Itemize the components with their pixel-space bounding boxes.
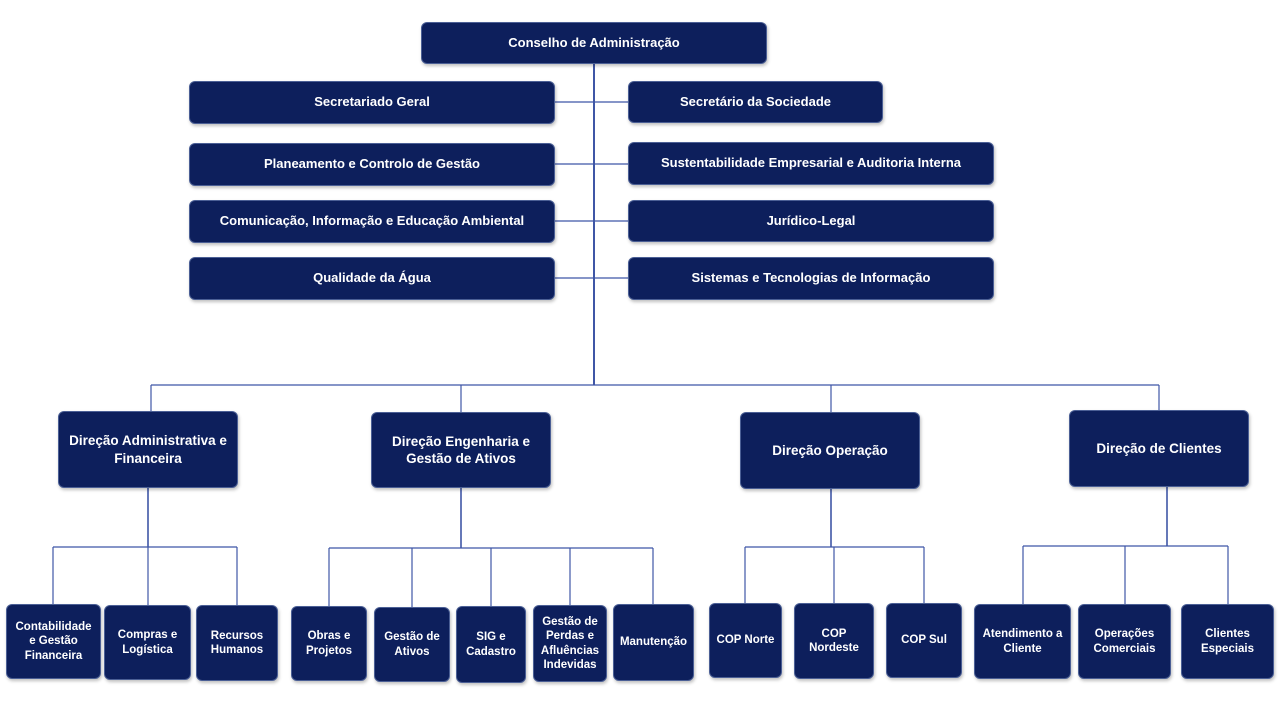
staff-box-planeamento: Planeamento e Controlo de Gestão	[189, 143, 555, 186]
unit-box-cop-sul: COP Sul	[886, 603, 962, 678]
unit-box-cop-nordeste: COP Nordeste	[794, 603, 874, 679]
unit-box-operacoes-comerciais: Operações Comerciais	[1078, 604, 1171, 679]
staff-box-secretario-sociedade: Secretário da Sociedade	[628, 81, 883, 123]
unit-box-manutencao: Manutenção	[613, 604, 694, 681]
unit-box-compras-logistica: Compras e Logística	[104, 605, 191, 680]
unit-box-gestao-ativos: Gestão de Ativos	[374, 607, 450, 682]
unit-box-obras-projetos: Obras e Projetos	[291, 606, 367, 681]
unit-box-cop-norte: COP Norte	[709, 603, 782, 678]
directorate-box-administrativa-financeira: Direção Administrativa e Financeira	[58, 411, 238, 488]
directorate-box-engenharia-ativos: Direção Engenharia e Gestão de Ativos	[371, 412, 551, 488]
staff-box-juridico: Jurídico-Legal	[628, 200, 994, 242]
directorate-box-operacao: Direção Operação	[740, 412, 920, 489]
unit-box-recursos-humanos: Recursos Humanos	[196, 605, 278, 681]
staff-box-secretariado-geral: Secretariado Geral	[189, 81, 555, 124]
board-box: Conselho de Administração	[421, 22, 767, 64]
staff-box-comunicacao: Comunicação, Informação e Educação Ambie…	[189, 200, 555, 243]
unit-box-clientes-especiais: Clientes Especiais	[1181, 604, 1274, 679]
unit-box-contabilidade: Contabilidade e Gestão Financeira	[6, 604, 101, 679]
unit-box-atendimento-cliente: Atendimento a Cliente	[974, 604, 1071, 679]
unit-box-sig-cadastro: SIG e Cadastro	[456, 606, 526, 683]
staff-box-qualidade-agua: Qualidade da Água	[189, 257, 555, 300]
unit-box-gestao-perdas: Gestão de Perdas e Afluências Indevidas	[533, 605, 607, 682]
staff-box-sustentabilidade: Sustentabilidade Empresarial e Auditoria…	[628, 142, 994, 185]
staff-box-sistemas-ti: Sistemas e Tecnologias de Informação	[628, 257, 994, 300]
directorate-box-clientes: Direção de Clientes	[1069, 410, 1249, 487]
